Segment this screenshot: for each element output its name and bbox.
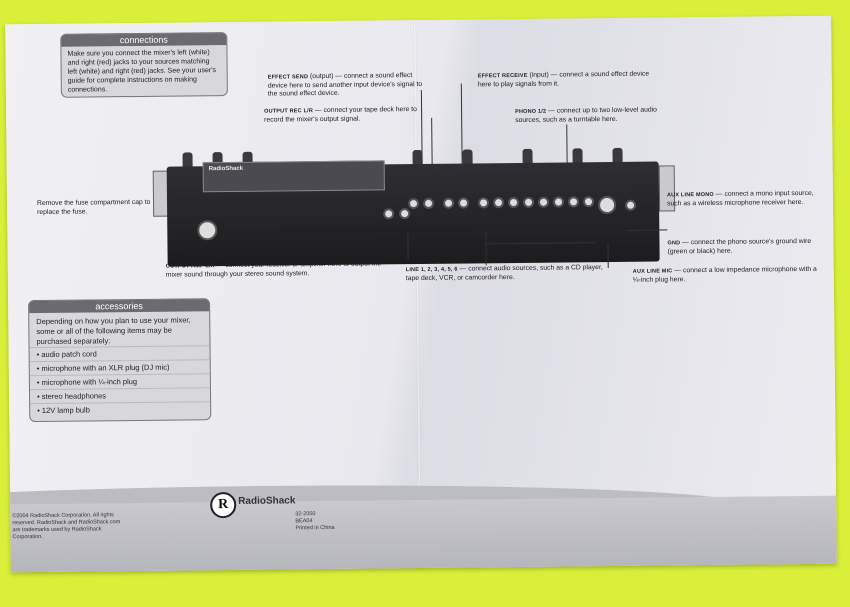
connections-box: connections Make sure you connect the mi… xyxy=(60,32,228,98)
gnd-terminal xyxy=(625,199,637,211)
connections-text: Make sure you connect the mixer's left (… xyxy=(67,49,217,94)
rca-jack xyxy=(407,198,420,210)
manual-sheet: connections Make sure you connect the mi… xyxy=(5,15,837,573)
aux-mic-jack xyxy=(597,195,617,215)
rca-jack xyxy=(567,196,580,208)
radioshack-logo-icon: R xyxy=(210,491,237,519)
rca-jack xyxy=(537,196,550,208)
fuse-annotation: Remove the fuse compartment cap to repla… xyxy=(36,198,151,216)
rca-jack xyxy=(477,197,490,209)
effect-send-annotation: EFFECT SEND (output) — connect a sound e… xyxy=(267,72,423,98)
rca-jack xyxy=(492,197,505,209)
rca-jack xyxy=(522,196,535,208)
line-inputs-annotation: LINE 1, 2, 3, 4, 5, 6 — connect audio so… xyxy=(405,264,603,282)
rca-jack xyxy=(457,197,470,209)
part-info: 32-2050 BEA04 Printed in China xyxy=(295,511,335,532)
rca-jack xyxy=(383,208,395,220)
gnd-annotation: GND — connect the phono source's ground … xyxy=(667,237,812,255)
rca-jack xyxy=(442,197,455,209)
phono-annotation: PHONO 1/2 — connect up to two low-level … xyxy=(515,106,657,124)
rca-jack xyxy=(552,196,565,208)
rca-jack xyxy=(422,197,435,209)
accessories-box: accessories Depending on how you plan to… xyxy=(28,298,212,423)
rca-jack xyxy=(507,196,520,209)
device-brand: RadioShack xyxy=(208,165,244,173)
mixer-rear-panel: RadioShack xyxy=(152,141,676,270)
output-amp-annotation: OUTPUT AMP L/R — connect your receiver o… xyxy=(165,260,382,279)
rca-jack xyxy=(399,208,411,220)
effect-receive-annotation: EFFECT RECEIVE (input) — connect a sound… xyxy=(477,70,650,88)
footer-band xyxy=(10,495,837,573)
copyright-text: ©2004 RadioShack Corporation. All rights… xyxy=(12,512,121,541)
rca-jack xyxy=(582,196,595,208)
list-item: • 12V lamp bulb xyxy=(30,401,211,418)
aux-mono-annotation: AUX LINE MONO — connect a mono input sou… xyxy=(666,189,814,207)
output-rec-annotation: OUTPUT REC L/R — connect your tape deck … xyxy=(264,106,417,124)
fuse-holder xyxy=(197,220,218,241)
accessories-intro: Depending on how you plan to use your mi… xyxy=(36,315,191,347)
aux-mic-annotation: AUX LINE MIC — connect a low impedance m… xyxy=(632,265,817,284)
brand-name: RadioShack xyxy=(238,495,296,507)
